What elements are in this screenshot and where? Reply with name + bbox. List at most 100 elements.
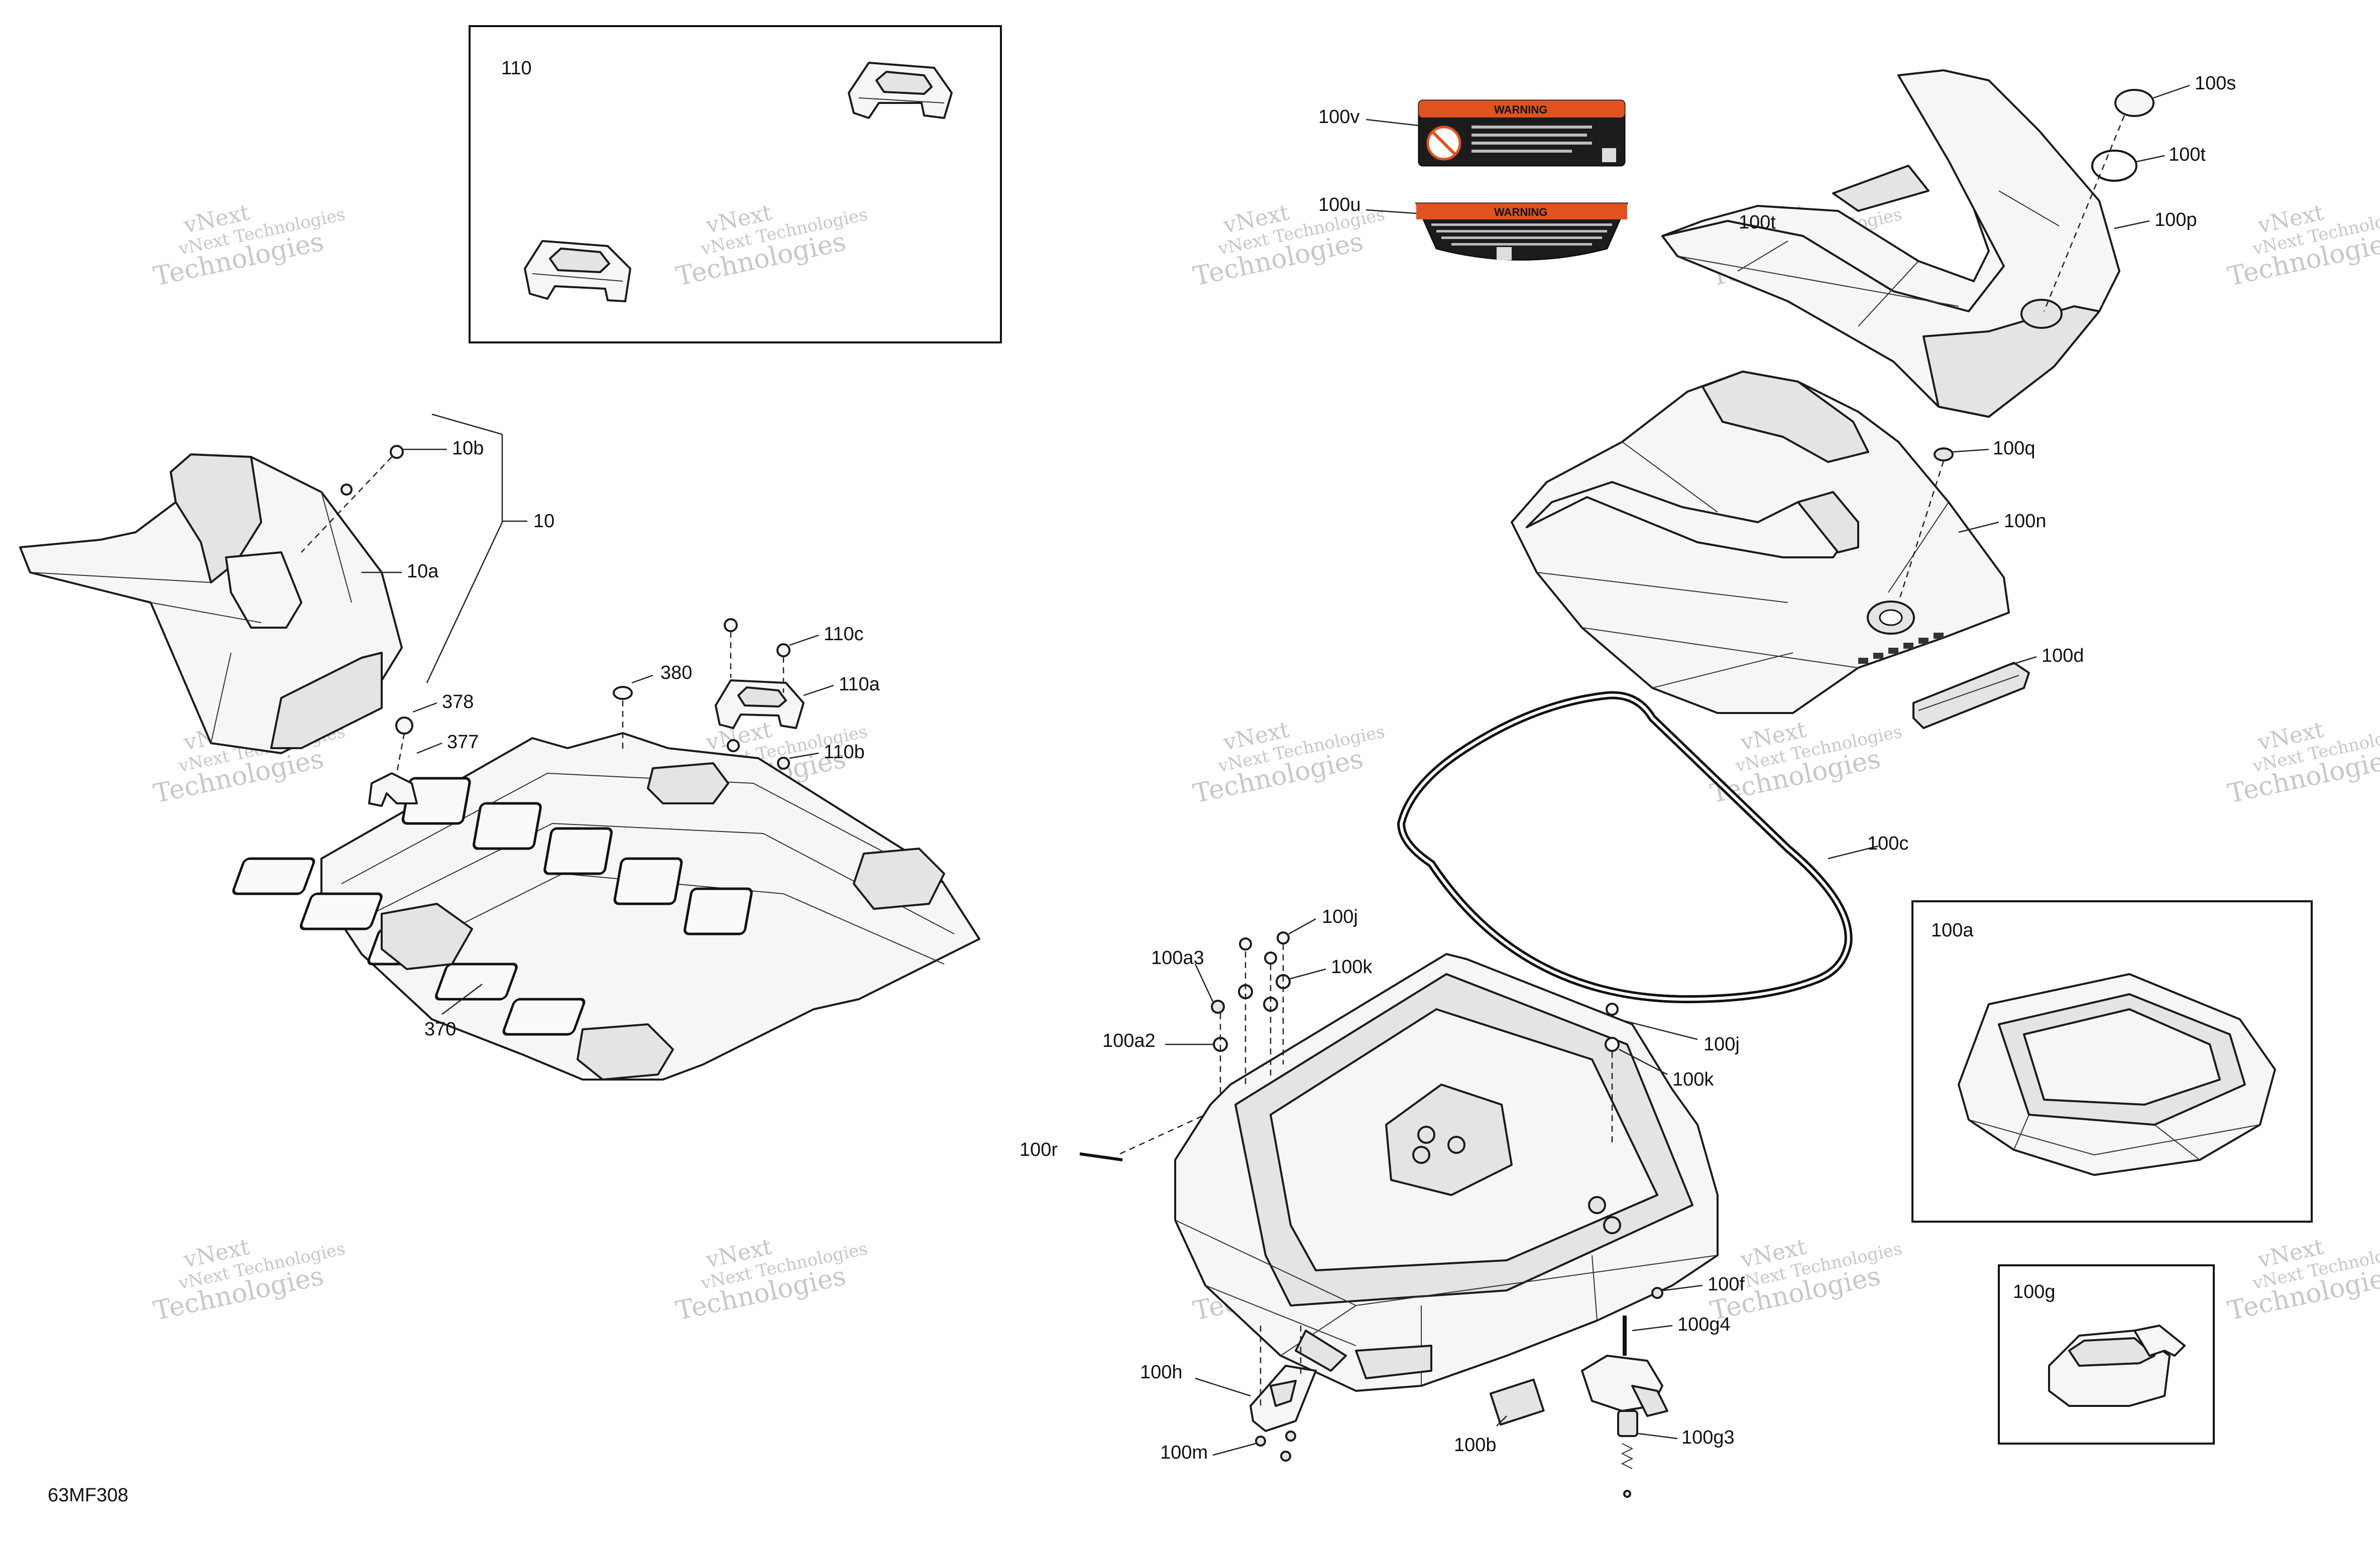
callout-100j: 100j: [1322, 906, 1358, 927]
leader-line: [1638, 1433, 1678, 1440]
callout-100f: 100f: [1708, 1274, 1745, 1295]
assembly-line: [301, 456, 392, 553]
leader-line: [1212, 1443, 1256, 1456]
nut-100m: [1280, 1451, 1291, 1462]
bracket-100h: [1250, 1365, 1317, 1432]
leader-line: [2008, 656, 2037, 666]
leader-line: [441, 984, 483, 1015]
assembly-line: [1897, 460, 1945, 603]
lid-100n: [1511, 371, 2010, 714]
fastener: [341, 484, 353, 496]
pad-100b: [1489, 1378, 1545, 1426]
pin-100r: [1079, 1152, 1123, 1161]
fastener: [390, 445, 404, 459]
callout-100u: 100u: [1318, 194, 1361, 215]
watermark: vNext vNext Technologies Technologies: [2225, 1234, 2380, 1327]
strip-100d: [1912, 662, 2030, 729]
callout-380: 380: [660, 662, 692, 683]
leader-line: [631, 674, 653, 684]
leader-line: [1366, 118, 1419, 127]
callout-100a2: 100a2: [1102, 1030, 1156, 1051]
callout-378: 378: [442, 691, 474, 713]
callout-100n: 100n: [2004, 511, 2047, 532]
nut-110b: [727, 739, 740, 752]
leader-line: [1496, 1415, 1507, 1427]
recess-pad: [684, 887, 753, 935]
bracket-line: [431, 413, 503, 435]
watermark: vNext vNext Technologies Technologies: [151, 1234, 347, 1327]
leader-line: [1619, 1048, 1668, 1076]
leader-line: [416, 742, 442, 754]
leader-line: [412, 702, 437, 713]
detail-box-100g: 100g: [1998, 1264, 2215, 1445]
callout-100j-b: 100j: [1704, 1034, 1740, 1055]
washer-100k: [1605, 1037, 1620, 1052]
nut-110b: [777, 757, 790, 770]
handle-part: [524, 240, 631, 302]
lock-recess: [2020, 299, 2063, 329]
callout-100g3: 100g3: [1681, 1427, 1735, 1448]
corner-handle: [853, 848, 945, 910]
handle-part: [848, 62, 953, 119]
callout-10a: 10a: [407, 561, 439, 582]
callout-100k: 100k: [1331, 957, 1373, 978]
watermark: vNext vNext Technologies Technologies: [151, 200, 347, 292]
vent-row: [1858, 633, 1944, 664]
detail-frame: [469, 25, 1002, 343]
callout-100a3: 100a3: [1151, 947, 1204, 969]
callout-100v: 100v: [1318, 106, 1359, 128]
callout-100q: 100q: [1993, 438, 2035, 459]
drawing-id: 63MF308: [48, 1485, 129, 1506]
lock-100g3: [1617, 1410, 1638, 1498]
leader-line: [803, 684, 834, 696]
leader-line: [789, 752, 819, 759]
leader-line: [1194, 964, 1214, 1002]
callout-100b: 100b: [1454, 1435, 1497, 1456]
assembly-line: [396, 733, 405, 774]
storage-box: [1174, 953, 1719, 1392]
corner-handle: [381, 903, 473, 970]
callout-100k-b: 100k: [1672, 1069, 1714, 1090]
recess-pad: [502, 998, 586, 1036]
callout-110: 110: [501, 58, 532, 79]
assembly-line: [1119, 1114, 1206, 1155]
detail-frame: [1911, 900, 2313, 1223]
leader-line: [1828, 845, 1879, 860]
corner-handle: [647, 762, 729, 804]
callout-100p: 100p: [2155, 209, 2197, 230]
callout-100r: 100r: [1019, 1139, 1058, 1160]
assembly-line: [2043, 115, 2125, 312]
screw-100j: [1606, 1003, 1619, 1016]
leader-line: [1952, 448, 1989, 453]
svg-text:WARNING: WARNING: [1494, 206, 1547, 218]
handle-110a: [715, 679, 805, 729]
leader-line: [1195, 1377, 1251, 1397]
corner-handle: [577, 1023, 674, 1081]
leader-line: [2136, 155, 2165, 163]
callout-100m: 100m: [1160, 1442, 1208, 1463]
decal-100u: WARNING: [1415, 202, 1629, 261]
recess-pad: [543, 827, 613, 875]
leader-line: [1618, 1018, 1698, 1040]
liner-part: [1958, 973, 2276, 1176]
recess-pad: [435, 963, 518, 1001]
callout-100h: 100h: [1140, 1362, 1183, 1383]
watermark: vNext vNext Technologies Technologies: [1191, 717, 1387, 809]
latch-part: [2048, 1325, 2186, 1407]
watermark: vNext vNext Technologies Technologies: [673, 200, 869, 292]
callout-110a: 110a: [839, 674, 880, 695]
bracket-line: [426, 522, 503, 683]
leader-line: [1632, 1325, 1673, 1332]
watermark: vNext vNext Technologies Technologies: [673, 1234, 869, 1327]
callout-100g4: 100g4: [1677, 1314, 1731, 1335]
rack-370: [232, 732, 980, 1081]
callout-370: 370: [424, 1019, 456, 1040]
callout-100g: 100g: [2013, 1281, 2056, 1302]
callout-100t: 100t: [2169, 144, 2206, 165]
screw-110c: [724, 618, 738, 632]
hardware-left: [1211, 931, 1291, 1095]
leader-line: [789, 634, 819, 646]
callout-100t-b: 100t: [1739, 212, 1776, 233]
nut-100m: [1255, 1436, 1266, 1447]
